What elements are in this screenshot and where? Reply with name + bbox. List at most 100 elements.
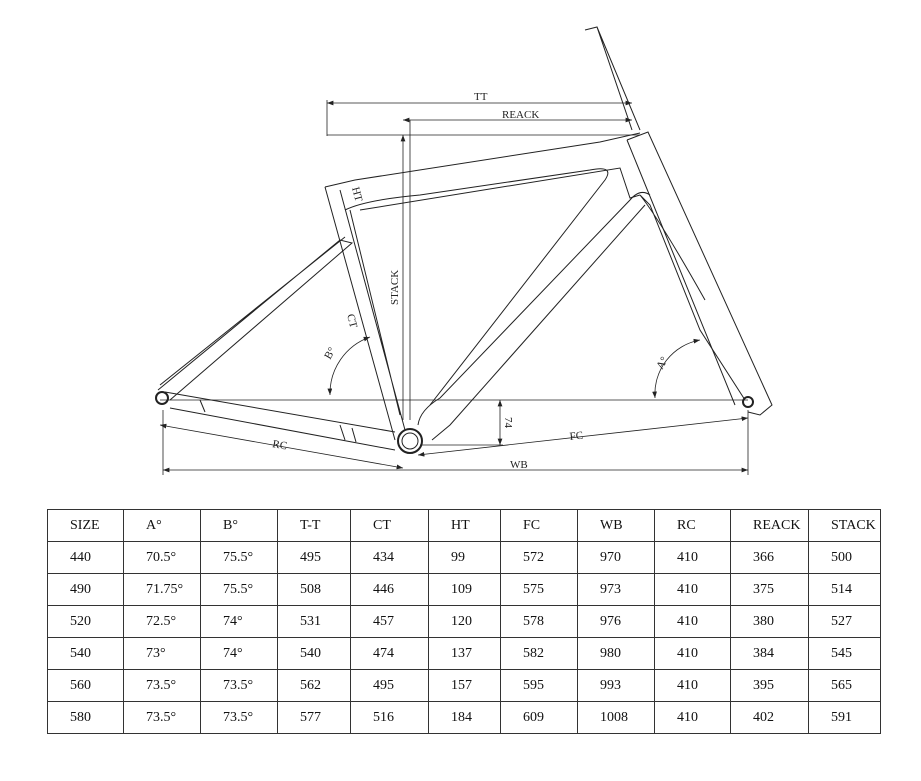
table-cell: 500: [808, 541, 881, 574]
table-cell: 560: [47, 669, 124, 702]
table-cell: 993: [577, 669, 655, 702]
table-cell: 157: [428, 669, 501, 702]
front-dropout: [742, 396, 754, 408]
table-cell: 609: [500, 701, 578, 734]
table-cell: 75.5°: [200, 573, 278, 606]
ht-label: HT: [349, 186, 364, 204]
table-cell: 1008: [577, 701, 655, 734]
column-header: A°: [123, 509, 201, 542]
table-cell: 578: [500, 605, 578, 638]
table-cell: 980: [577, 637, 655, 670]
reack-label: REACK: [502, 109, 539, 121]
table-cell: 410: [654, 573, 731, 606]
table-cell: 410: [654, 541, 731, 574]
table-cell: 402: [730, 701, 809, 734]
table-cell: 516: [350, 701, 429, 734]
table-cell: 73.5°: [123, 669, 201, 702]
table-cell: 410: [654, 605, 731, 638]
table-cell: 74°: [200, 605, 278, 638]
column-header: FC: [500, 509, 578, 542]
table-cell: 410: [654, 701, 731, 734]
table-cell: 577: [277, 701, 351, 734]
column-header: REACK: [730, 509, 809, 542]
table-cell: 595: [500, 669, 578, 702]
table-cell: 970: [577, 541, 655, 574]
table-cell: 474: [350, 637, 429, 670]
bb-drop-label: 74: [502, 417, 514, 429]
table-cell: 384: [730, 637, 809, 670]
column-header: B°: [200, 509, 278, 542]
seatstay: [157, 236, 354, 401]
table-cell: 591: [808, 701, 881, 734]
table-cell: 495: [277, 541, 351, 574]
top-tube: [324, 132, 641, 406]
table-cell: 73°: [123, 637, 201, 670]
ct-label: CT: [344, 313, 359, 330]
table-cell: 71.75°: [123, 573, 201, 606]
table-cell: 410: [654, 637, 731, 670]
tt-label: TT: [474, 91, 488, 103]
table-cell: 565: [808, 669, 881, 702]
table-cell: 75.5°: [200, 541, 278, 574]
fork-blade: [639, 194, 746, 401]
table-cell: 120: [428, 605, 501, 638]
table-cell: 137: [428, 637, 501, 670]
table-cell: 976: [577, 605, 655, 638]
table-cell: 366: [730, 541, 809, 574]
column-header: SIZE: [47, 509, 124, 542]
column-header: T-T: [277, 509, 351, 542]
rear-dropout: [155, 391, 169, 405]
column-header: HT: [428, 509, 501, 542]
table-cell: 109: [428, 573, 501, 606]
b-angle-label: B°: [322, 345, 338, 361]
column-header: CT: [350, 509, 429, 542]
a-angle-label: A°: [654, 355, 671, 372]
table-cell: 531: [277, 605, 351, 638]
table-cell: 580: [47, 701, 124, 734]
table-cell: 508: [277, 573, 351, 606]
table-cell: 73.5°: [123, 701, 201, 734]
table-cell: 545: [808, 637, 881, 670]
down-tube: [417, 191, 651, 441]
table-cell: 395: [730, 669, 809, 702]
wb-label: WB: [510, 459, 528, 471]
stack-label: STACK: [389, 270, 401, 305]
table-cell: 457: [350, 605, 429, 638]
table-cell: 380: [730, 605, 809, 638]
table-cell: 184: [428, 701, 501, 734]
table-cell: 99: [428, 541, 501, 574]
table-cell: 527: [808, 605, 881, 638]
table-cell: 434: [350, 541, 429, 574]
table-cell: 375: [730, 573, 809, 606]
table-cell: 973: [577, 573, 655, 606]
table-cell: 572: [500, 541, 578, 574]
column-header: RC: [654, 509, 731, 542]
frame-drawing: [155, 26, 773, 454]
frame-geometry-diagram: TT REACK STACK CT HT B° A° 74 FC RC WB: [155, 26, 773, 475]
table-cell: 495: [350, 669, 429, 702]
table-cell: 562: [277, 669, 351, 702]
dimension-lines: [159, 100, 749, 475]
table-cell: 410: [654, 669, 731, 702]
head-tube: [626, 131, 773, 416]
seat-tube: [324, 186, 406, 441]
table-cell: 582: [500, 637, 578, 670]
rc-label: RC: [271, 438, 288, 452]
table-cell: 70.5°: [123, 541, 201, 574]
table-cell: 490: [47, 573, 124, 606]
table-cell: 446: [350, 573, 429, 606]
table-cell: 514: [808, 573, 881, 606]
table-cell: 440: [47, 541, 124, 574]
column-header: WB: [577, 509, 655, 542]
table-cell: 540: [47, 637, 124, 670]
table-cell: 73.5°: [200, 701, 278, 734]
steerer-tube: [584, 26, 641, 131]
table-cell: 74°: [200, 637, 278, 670]
